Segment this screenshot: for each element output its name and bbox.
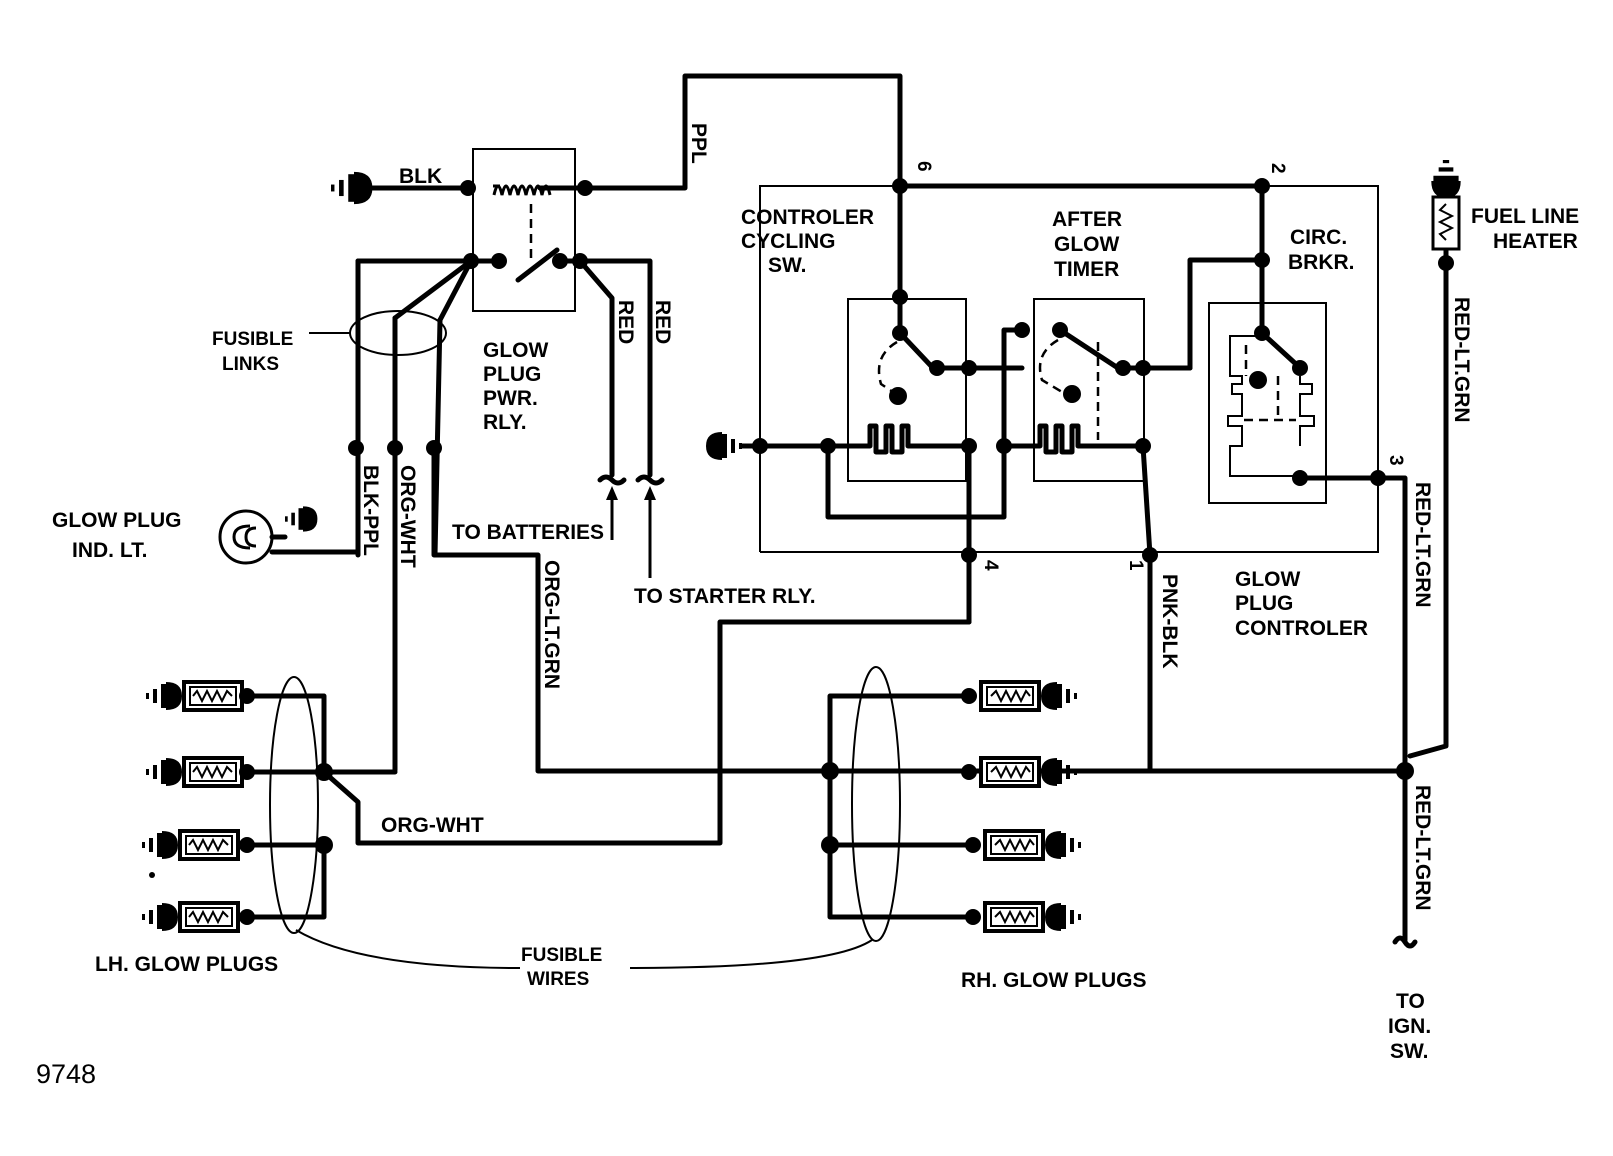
- svg-text:LINKS: LINKS: [222, 354, 279, 375]
- svg-text:SW.: SW.: [768, 254, 807, 277]
- label-red-2: RED: [651, 300, 674, 344]
- svg-text:CYCLING: CYCLING: [741, 230, 836, 253]
- figure-number: 9748: [36, 1059, 96, 1089]
- svg-text:GLOW: GLOW: [1235, 568, 1300, 591]
- svg-text:FUEL LINE: FUEL LINE: [1471, 205, 1579, 228]
- svg-text:IGN.: IGN.: [1388, 1015, 1431, 1038]
- label-to-batteries: TO BATTERIES: [452, 521, 604, 544]
- terminal-2: 2: [1267, 163, 1288, 174]
- label-red-lt-grn-3: RED-LT.GRN: [1411, 785, 1434, 911]
- label-to-ign-sw: TO IGN. SW.: [1388, 990, 1431, 1063]
- svg-text:TO: TO: [1396, 990, 1425, 1013]
- label-red-lt-grn-2: RED-LT.GRN: [1411, 482, 1434, 608]
- label-to-starter-rly: TO STARTER RLY.: [634, 585, 816, 608]
- label-blk-ppl: BLK-PPL: [359, 465, 382, 556]
- svg-text:RLY.: RLY.: [483, 411, 527, 434]
- svg-text:CONTROLER: CONTROLER: [1235, 617, 1368, 640]
- lh-glow-plugs: [142, 676, 398, 934]
- svg-text:FUSIBLE: FUSIBLE: [521, 945, 602, 966]
- label-controler-cycling-sw: CONTROLER CYCLING SW.: [741, 206, 874, 277]
- svg-text:PLUG: PLUG: [483, 363, 541, 386]
- svg-text:SW.: SW.: [1390, 1040, 1429, 1063]
- svg-text:CONTROLER: CONTROLER: [741, 206, 874, 229]
- terminal-3: 3: [1385, 455, 1406, 466]
- label-ppl: PPL: [687, 123, 710, 164]
- label-glow-plug-ind-lt: GLOW PLUG IND. LT.: [52, 509, 182, 562]
- circuit-breaker-internals: [1227, 325, 1315, 486]
- label-pnk-blk: PNK-BLK: [1158, 574, 1181, 669]
- label-blk: BLK: [399, 165, 442, 188]
- svg-text:PLUG: PLUG: [1235, 592, 1293, 615]
- label-org-lt-grn: ORG-LT.GRN: [540, 560, 563, 689]
- label-glow-plug-pwr-rly: GLOW PLUG PWR. RLY.: [483, 339, 548, 434]
- svg-text:AFTER: AFTER: [1052, 208, 1122, 231]
- svg-text:CIRC.: CIRC.: [1290, 226, 1347, 249]
- svg-text:IND. LT.: IND. LT.: [72, 539, 147, 562]
- terminal-1: 1: [1125, 560, 1146, 571]
- label-rh-glow-plugs: RH. GLOW PLUGS: [961, 969, 1147, 992]
- glow-plug-indicator-light: [218, 445, 361, 565]
- svg-text:GLOW: GLOW: [1054, 233, 1119, 256]
- svg-text:FUSIBLE: FUSIBLE: [212, 329, 293, 350]
- label-after-glow-timer: AFTER GLOW TIMER: [1052, 208, 1122, 281]
- svg-text:PWR.: PWR.: [483, 387, 538, 410]
- terminal-6: 6: [913, 161, 934, 172]
- svg-text:HEATER: HEATER: [1493, 230, 1578, 253]
- glow-plug-power-relay: [472, 148, 576, 312]
- label-fuel-line-heater: FUEL LINE HEATER: [1471, 205, 1579, 253]
- label-fusible-wires: FUSIBLE WIRES: [521, 945, 602, 990]
- svg-text:WIRES: WIRES: [527, 969, 589, 990]
- svg-text:GLOW: GLOW: [483, 339, 548, 362]
- cycling-switch-internals: [825, 294, 1025, 455]
- rh-glow-plugs: [821, 666, 1081, 942]
- label-lh-glow-plugs: LH. GLOW PLUGS: [95, 953, 278, 976]
- label-fusible-links: FUSIBLE LINKS: [212, 329, 293, 375]
- label-red-1: RED: [614, 300, 637, 344]
- after-glow-timer-internals: [996, 322, 1193, 455]
- label-org-wht-horizontal: ORG-WHT: [381, 814, 484, 837]
- label-glow-plug-controler: GLOW PLUG CONTROLER: [1235, 568, 1368, 640]
- label-org-wht-vertical: ORG-WHT: [396, 465, 419, 568]
- svg-text:GLOW PLUG: GLOW PLUG: [52, 509, 182, 532]
- glow-plug-controler: [759, 185, 1379, 553]
- svg-text:TIMER: TIMER: [1054, 258, 1119, 281]
- fuel-line-heater: [1407, 160, 1461, 759]
- label-red-lt-grn-1: RED-LT.GRN: [1450, 297, 1473, 423]
- label-circ-brkr: CIRC. BRKR.: [1288, 226, 1355, 274]
- terminal-4: 4: [980, 560, 1001, 571]
- svg-text:BRKR.: BRKR.: [1288, 251, 1355, 274]
